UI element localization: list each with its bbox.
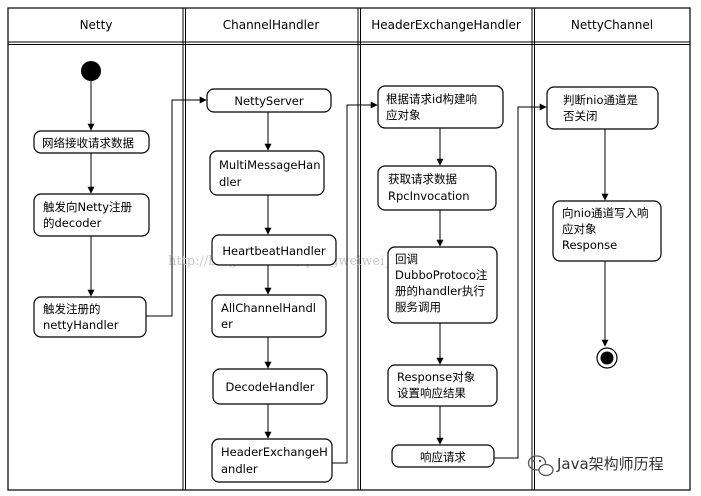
svg-text:应对象: 应对象: [386, 108, 421, 122]
brand-text: Java架构师历程: [556, 455, 664, 473]
svg-text:册的handler执行: 册的handler执行: [395, 284, 485, 298]
svg-text:网络接收请求数据: 网络接收请求数据: [42, 136, 134, 150]
lane-title-headerexchangehandler: HeaderExchangeHandler: [371, 18, 521, 32]
node-heartbeat-handler: HeartbeatHandler: [211, 234, 337, 266]
lane-title-channelhandler: ChannelHandler: [223, 18, 320, 32]
svg-text:的decoder: 的decoder: [43, 216, 102, 230]
svg-text:MultiMessageHan: MultiMessageHan: [219, 158, 321, 172]
svg-text:andler: andler: [221, 462, 258, 476]
svg-text:nettyHandler: nettyHandler: [43, 318, 119, 332]
svg-text:HeartbeatHandler: HeartbeatHandler: [222, 244, 325, 258]
wechat-icon: [527, 455, 554, 477]
flow-connectors: [87, 81, 609, 464]
svg-text:Response: Response: [562, 238, 617, 252]
svg-text:触发注册的: 触发注册的: [43, 302, 101, 316]
svg-text:响应请求: 响应请求: [420, 450, 466, 464]
node-multi-message-handler: MultiMessageHan dler: [209, 150, 325, 196]
svg-text:HeaderExchangeH: HeaderExchangeH: [221, 445, 328, 459]
node-all-channel-handler: AllChannelHandl er: [211, 294, 327, 338]
svg-text:判断nio通道是: 判断nio通道是: [563, 93, 639, 107]
lane-title-nettychannel: NettyChannel: [571, 18, 653, 32]
svg-text:向nio通道写入响: 向nio通道写入响: [562, 206, 649, 220]
svg-text:Response对象: Response对象: [397, 370, 475, 384]
end-node: [596, 347, 618, 369]
svg-text:NettyServer: NettyServer: [234, 94, 303, 108]
node-check-closed: 判断nio通道是 否关闭: [546, 86, 659, 130]
svg-text:RpcInvocation: RpcInvocation: [388, 189, 470, 203]
svg-text:er: er: [221, 317, 233, 331]
node-netty-server: NettyServer: [206, 88, 332, 113]
start-node: [81, 61, 101, 81]
node-get-request: 获取请求数据 RpcInvocation: [377, 165, 497, 211]
node-receive: 网络接收请求数据: [33, 130, 150, 154]
svg-text:DecodeHandler: DecodeHandler: [226, 380, 315, 394]
node-set-result: Response对象 设置响应结果: [387, 364, 498, 407]
svg-text:DubboProtoco注: DubboProtoco注: [395, 268, 488, 282]
svg-text:AllChannelHandl: AllChannelHandl: [221, 301, 316, 315]
node-write-response: 向nio通道写入响 应对象 Response: [552, 200, 662, 262]
node-build-response: 根据请求id构建响 应对象: [377, 85, 504, 129]
node-header-exchange-handler: HeaderExchangeH andler: [211, 438, 333, 483]
swimlane-frame: [7, 7, 691, 491]
node-respond: 响应请求: [391, 444, 495, 468]
svg-text:回调: 回调: [395, 252, 418, 266]
svg-text:应对象: 应对象: [562, 222, 597, 236]
svg-text:dler: dler: [219, 175, 242, 189]
node-trigger-decoder: 触发向Netty注册 的decoder: [33, 193, 150, 237]
svg-text:否关闭: 否关闭: [563, 109, 598, 123]
svg-text:获取请求数据: 获取请求数据: [388, 172, 457, 186]
svg-text:服务调用: 服务调用: [395, 300, 441, 314]
node-decode-handler: DecodeHandler: [212, 368, 328, 405]
lane-title-netty: Netty: [80, 18, 113, 32]
node-callback-invoke: 回调 DubboProtoco注 册的handler执行 服务调用: [387, 246, 498, 324]
svg-text:根据请求id构建响: 根据请求id构建响: [386, 92, 477, 106]
node-trigger-handler: 触发注册的 nettyHandler: [33, 296, 147, 338]
svg-text:触发向Netty注册: 触发向Netty注册: [43, 200, 133, 214]
svg-text:设置响应结果: 设置响应结果: [397, 386, 466, 400]
